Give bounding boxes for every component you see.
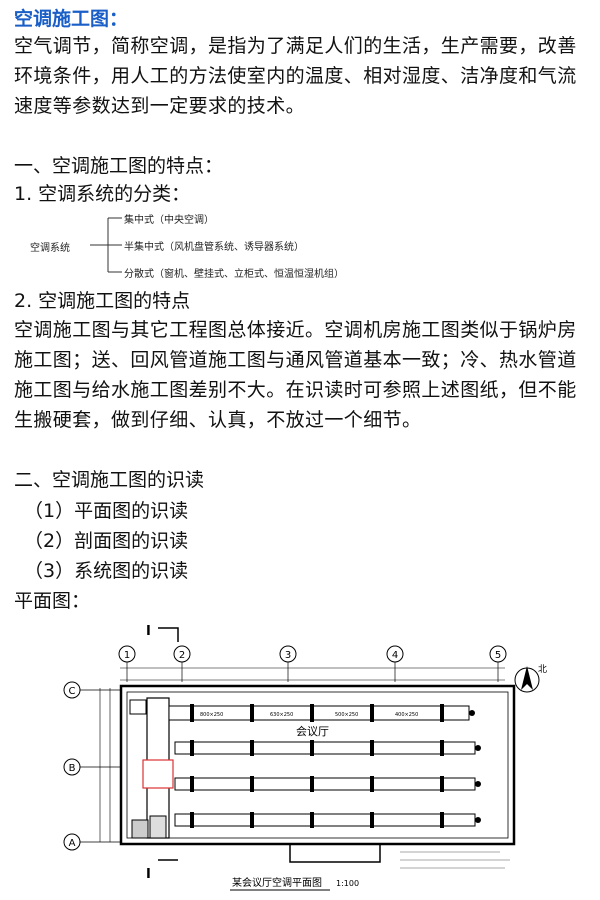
classification-tree: 空调系统 集中式（中央空调） 半集中式（风机盘管系统、诱导器系统） 分散式（窗机… bbox=[30, 206, 450, 284]
axis-letter: B bbox=[69, 763, 76, 774]
north-label: 北 bbox=[538, 664, 547, 675]
drawing-caption: 某会议厅空调平面图 bbox=[232, 876, 322, 889]
reading-item: （2）剖面图的识读 bbox=[24, 530, 189, 552]
axis-letter-bubbles: C B A bbox=[63, 681, 120, 851]
page-title: 空调施工图： bbox=[14, 8, 129, 30]
north-arrow: 北 bbox=[514, 664, 547, 693]
main-supply-duct bbox=[129, 697, 174, 839]
tree-branch: 半集中式（风机盘管系统、诱导器系统） bbox=[124, 242, 304, 253]
hvac-floor-plan: I I 1 2 3 4 5 C B A bbox=[63, 624, 547, 891]
drawing-scale: 1:100 bbox=[336, 879, 359, 888]
duct-label: 630×250 bbox=[270, 712, 293, 718]
axis-bubbles: 1 2 3 4 5 bbox=[118, 645, 507, 682]
drawing-notes bbox=[400, 851, 510, 869]
room-label: 会议厅 bbox=[296, 725, 329, 738]
intro-paragraph: 空气调节，简称空调，是指为了满足人们的生活，生产需要，改善环境条件，用人工的方法… bbox=[14, 35, 577, 117]
axis-number: 3 bbox=[285, 650, 291, 661]
plan-label: 平面图： bbox=[14, 590, 91, 612]
tree-root: 空调系统 bbox=[30, 243, 70, 254]
building-outline bbox=[119, 684, 516, 863]
tree-branch: 集中式（中央空调） bbox=[124, 215, 214, 226]
axis-letter: A bbox=[69, 838, 76, 849]
section-heading-2: 二、空调施工图的识读 bbox=[14, 469, 205, 491]
section-mark-bottom: I bbox=[146, 867, 151, 882]
axis-number: 4 bbox=[392, 650, 398, 661]
axis-number: 1 bbox=[124, 650, 130, 661]
duct-size-labels: 800×250 630×250 500×250 400×250 bbox=[200, 712, 418, 718]
axis-letter: C bbox=[69, 686, 76, 697]
tree-branch: 分散式（窗机、壁挂式、立柜式、恒温恒湿机组） bbox=[124, 269, 344, 280]
reading-item: （3）系统图的识读 bbox=[24, 560, 189, 582]
section-line-top bbox=[158, 627, 179, 642]
dimension-lines bbox=[99, 667, 505, 842]
duct-diffusers bbox=[190, 704, 481, 828]
section-heading-1: 一、空调施工图的特点： bbox=[14, 155, 224, 177]
duct-label: 400×250 bbox=[395, 712, 418, 718]
axis-number: 5 bbox=[495, 650, 501, 661]
duct-label: 800×250 bbox=[200, 712, 223, 718]
features-paragraph: 空调施工图与其它工程图总体接近。空调机房施工图类似于锅炉房施工图；送、回风管道施… bbox=[14, 319, 577, 431]
section-mark-top: I bbox=[146, 624, 151, 639]
reading-item: （1）平面图的识读 bbox=[24, 500, 189, 522]
duct-label: 500×250 bbox=[335, 712, 358, 718]
axis-number: 2 bbox=[179, 650, 185, 661]
tree-bracket bbox=[90, 217, 122, 273]
subheading-classification: 1. 空调系统的分类： bbox=[14, 183, 191, 205]
subheading-features: 2. 空调施工图的特点 bbox=[14, 290, 191, 312]
branch-ducts bbox=[168, 705, 476, 827]
